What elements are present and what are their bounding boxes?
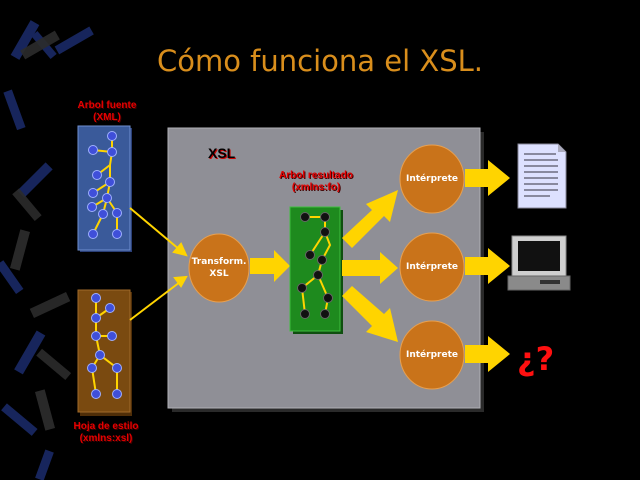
- source-tree-label-line2: (XML): [93, 112, 121, 123]
- xsl-box-label: XSL: [208, 145, 236, 161]
- computer-icon: [507, 235, 571, 291]
- transform-circle: [188, 233, 250, 303]
- transform-label: Transform. XSL: [186, 256, 252, 280]
- source-tree-label: Arbol fuente (XML): [64, 100, 150, 124]
- transform-label-line2: XSL: [209, 269, 229, 279]
- source-tree-panel: [77, 125, 132, 252]
- result-tree-label: Arbol resultado (xmlns:fo): [268, 170, 364, 194]
- slide-title: Cómo funciona el XSL.: [156, 44, 484, 78]
- interpreter-circle-3: [399, 320, 465, 390]
- background-decoration: [0, 20, 94, 480]
- input-arrows: [129, 207, 188, 321]
- interpreter-circle-1: [399, 144, 465, 214]
- result-tree-label-line2: (xmlns:fo): [291, 182, 341, 193]
- stylesheet-tree-panel: [77, 289, 132, 416]
- unknown-output-label: ¿?: [517, 340, 555, 378]
- result-tree-label-line1: Arbol resultado: [279, 170, 353, 181]
- stylesheet-tree-label-line1: Hoja de estilo: [73, 421, 139, 432]
- result-tree-panel: [289, 206, 343, 334]
- interpreter-label-3: Intérprete: [406, 350, 458, 360]
- stylesheet-tree-label: Hoja de estilo (xmlns:xsl): [58, 421, 154, 445]
- transform-label-line1: Transform.: [191, 257, 247, 267]
- transform-to-result-arrow: [250, 250, 290, 282]
- interpreter-label-2: Intérprete: [406, 262, 458, 272]
- document-icon: [517, 143, 567, 209]
- interpreter-circle-2: [399, 232, 465, 302]
- stylesheet-tree-label-line2: (xmlns:xsl): [79, 433, 133, 444]
- interpreter-label-1: Intérprete: [406, 174, 458, 184]
- source-tree-label-line1: Arbol fuente: [77, 100, 137, 111]
- output-arrows: [465, 160, 510, 372]
- result-to-interpreter-arrows: [342, 190, 398, 342]
